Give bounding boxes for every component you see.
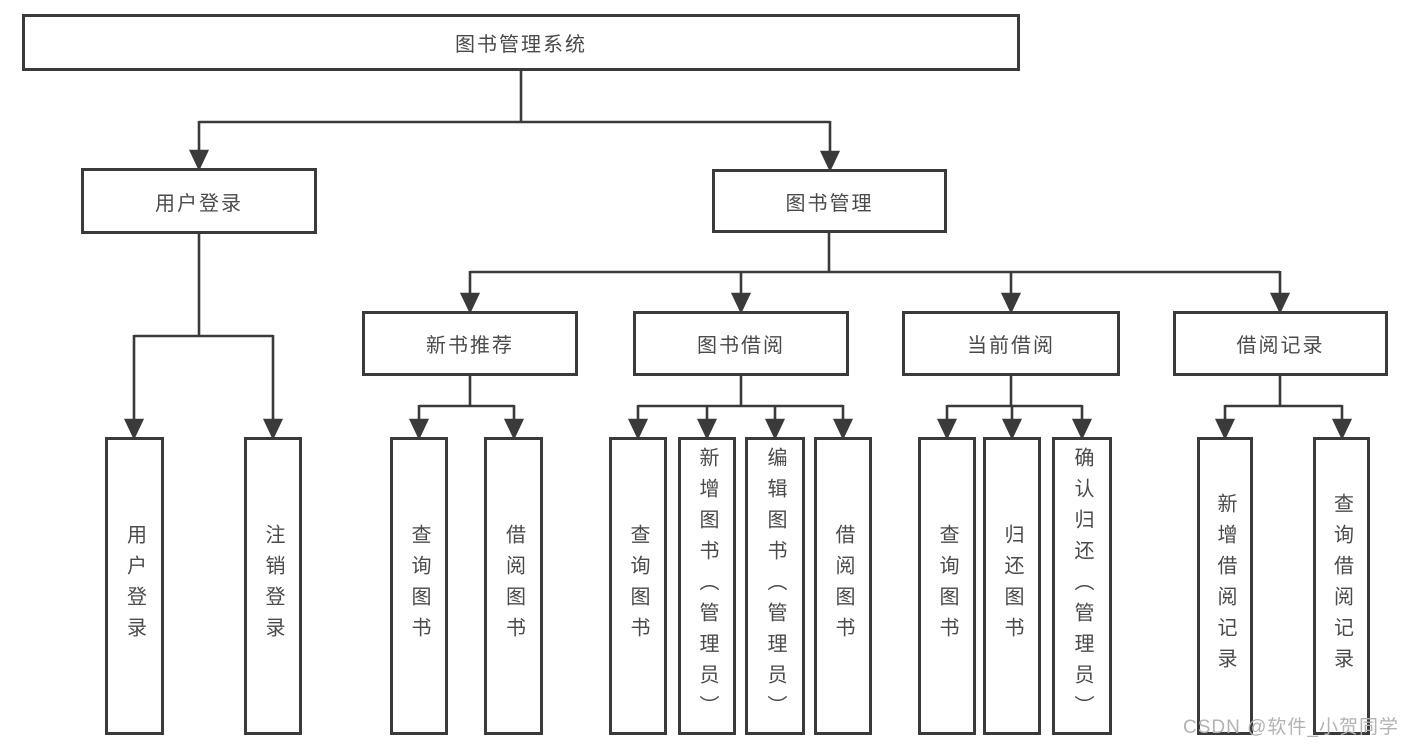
node-label: 用户登录 bbox=[155, 192, 243, 215]
node-label: 新书推荐 bbox=[426, 335, 514, 357]
arrowhead bbox=[262, 418, 284, 441]
arrowhead bbox=[188, 149, 210, 172]
node-leaf-query-books: 查询图书 bbox=[390, 437, 448, 735]
node-root-system: 图书管理系统 bbox=[22, 14, 1020, 71]
connector-root-to-level2 bbox=[188, 71, 841, 173]
node-label: 图书管理系统 bbox=[455, 34, 587, 56]
node-leaf-query-books: 查询图书 bbox=[609, 437, 667, 735]
arrowhead bbox=[123, 418, 145, 441]
arrowhead bbox=[696, 418, 718, 441]
node-label: 图书借阅 bbox=[697, 335, 785, 357]
arrowhead bbox=[459, 292, 481, 315]
node-label: 查询图书 bbox=[408, 524, 430, 648]
arrowhead bbox=[408, 418, 430, 441]
node-leaf-add-borrow-record: 新增借阅记录 bbox=[1197, 437, 1253, 735]
node-leaf-return-books: 归还图书 bbox=[983, 437, 1041, 735]
connector-borrowing-records-to-leaves bbox=[1214, 376, 1353, 441]
node-leaf-borrow-books: 借阅图书 bbox=[814, 437, 872, 735]
connector-book-borrowing-to-leaves bbox=[627, 376, 854, 441]
node-leaf-query-borrow-record: 查询借阅记录 bbox=[1313, 437, 1370, 735]
node-book-management: 图书管理 bbox=[712, 169, 947, 233]
arrowhead bbox=[1331, 418, 1353, 441]
node-label: 当前借阅 bbox=[967, 335, 1055, 357]
arrowhead bbox=[832, 418, 854, 441]
node-leaf-edit-books-admin: 编辑图书（管理员） bbox=[745, 437, 805, 735]
node-label: 借阅图书 bbox=[832, 524, 854, 648]
node-label: 确认归还（管理员） bbox=[1071, 446, 1093, 726]
node-leaf-borrow-books: 借阅图书 bbox=[484, 437, 543, 735]
connector-new-book-recommend-to-leaves bbox=[408, 376, 525, 441]
connector-book-management-to-sections bbox=[459, 233, 1291, 315]
node-book-borrowing: 图书借阅 bbox=[633, 311, 849, 376]
node-current-borrowing: 当前借阅 bbox=[902, 311, 1120, 376]
node-leaf-confirm-return-admin: 确认归还（管理员） bbox=[1052, 437, 1112, 735]
node-label: 借阅记录 bbox=[1236, 335, 1325, 357]
arrowhead bbox=[627, 418, 649, 441]
node-label: 新增借阅记录 bbox=[1214, 493, 1236, 679]
arrowhead bbox=[936, 418, 958, 441]
node-label: 查询借阅记录 bbox=[1330, 493, 1353, 679]
node-leaf-logout: 注销登录 bbox=[244, 437, 302, 735]
node-label: 注销登录 bbox=[262, 524, 284, 648]
node-leaf-add-books-admin: 新增图书（管理员） bbox=[678, 437, 736, 735]
arrowhead bbox=[1001, 418, 1023, 441]
arrowhead bbox=[1000, 292, 1022, 315]
csdn-watermark: CSDN @软件_小贺同学 bbox=[1183, 717, 1399, 738]
connector-user-login-to-leaves bbox=[123, 234, 284, 441]
node-borrowing-records: 借阅记录 bbox=[1173, 311, 1388, 376]
node-label: 编辑图书（管理员） bbox=[764, 446, 786, 726]
node-label: 查询图书 bbox=[936, 524, 958, 648]
node-label: 归还图书 bbox=[1001, 524, 1023, 648]
node-leaf-query-books: 查询图书 bbox=[918, 437, 976, 735]
node-label: 图书管理 bbox=[785, 192, 874, 215]
node-leaf-user-login: 用户登录 bbox=[105, 437, 164, 735]
node-label: 借阅图书 bbox=[502, 524, 525, 648]
node-new-book-recommend: 新书推荐 bbox=[362, 311, 578, 376]
connector-current-borrowing-to-leaves bbox=[936, 376, 1093, 441]
arrowhead bbox=[1071, 418, 1093, 441]
node-label: 用户登录 bbox=[123, 524, 146, 648]
arrowhead bbox=[1269, 292, 1291, 315]
arrowhead bbox=[764, 418, 786, 441]
arrowhead bbox=[503, 418, 525, 441]
node-user-login: 用户登录 bbox=[81, 168, 317, 234]
node-label: 新增图书（管理员） bbox=[696, 446, 718, 726]
arrowhead bbox=[1214, 418, 1236, 441]
arrowhead bbox=[819, 150, 841, 173]
node-label: 查询图书 bbox=[627, 524, 649, 648]
arrowhead bbox=[730, 292, 752, 315]
